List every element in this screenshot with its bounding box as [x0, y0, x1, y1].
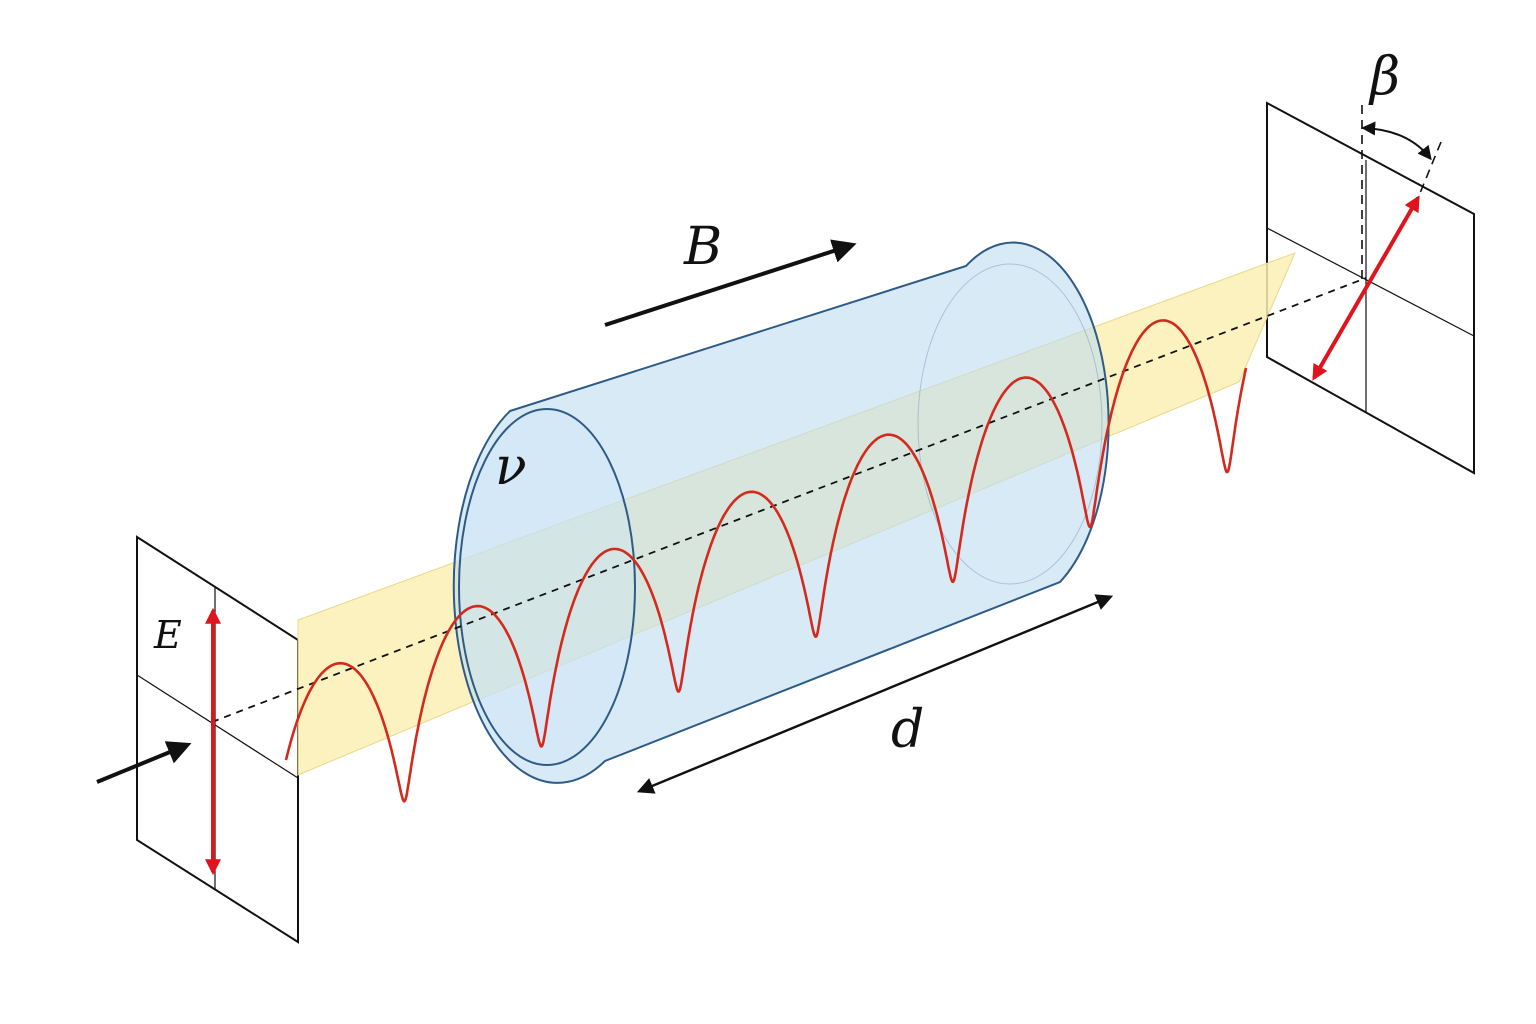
cylinder-back-face: [917, 263, 1103, 585]
output-polarizer-plate: [1266, 101, 1475, 475]
rotation-angle-arc: [1361, 121, 1432, 161]
medium-label: ν: [495, 437, 527, 497]
length-label: d: [891, 700, 924, 760]
rotation-angle-label: β: [1368, 47, 1400, 107]
rotated-axis-dashed: [1417, 141, 1442, 199]
polarization-label: E: [153, 613, 182, 657]
length-arrow: [636, 594, 1114, 794]
incoming-light-arrow: [96, 741, 192, 784]
cylinder-body: [452, 241, 1110, 784]
magnetic-field-arrow: [604, 239, 857, 327]
input-polarizer-plate: [136, 535, 299, 944]
propagation-axis: [211, 277, 1367, 723]
output-polarization-arrow: [1312, 195, 1420, 381]
magnetic-field-label: B: [683, 217, 722, 277]
medium-cylinder: [452, 241, 1110, 784]
light-wave: [284, 319, 1248, 803]
cylinder-front-face: [458, 408, 636, 766]
